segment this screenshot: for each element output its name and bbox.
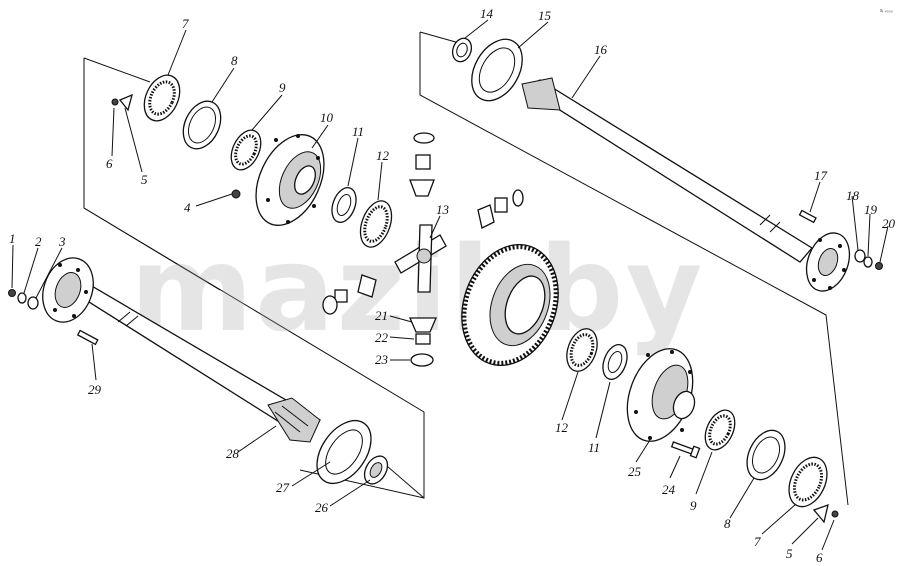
- label-26: 26: [315, 500, 329, 515]
- bearing-race-8-upper: [182, 100, 222, 150]
- label-6-upper: 6: [106, 156, 113, 171]
- right-flange-bolts: [854, 249, 883, 270]
- label-5-upper: 5: [141, 172, 148, 187]
- pinion-21: [409, 317, 437, 333]
- part-labels: 1 2 3 4 5 6 7 8 9 10 11 12 13 14 15 16 1…: [9, 6, 896, 565]
- label-8-lower: 8: [724, 516, 731, 531]
- label-9-lower: 9: [690, 498, 697, 513]
- right-axle-shaft: [521, 77, 813, 263]
- washer-23: [410, 353, 434, 367]
- pin-17: [798, 209, 817, 224]
- label-8-upper: 8: [231, 53, 238, 68]
- nut-4: [231, 189, 241, 199]
- bolt-6-upper: [111, 98, 119, 106]
- label-9-upper: 9: [279, 80, 286, 95]
- label-22: 22: [375, 330, 389, 345]
- gasket-27: [316, 420, 372, 484]
- label-3: 3: [58, 234, 66, 249]
- label-28: 28: [226, 446, 240, 461]
- bolt-24: [670, 441, 701, 459]
- pin-29: [76, 329, 99, 346]
- lock-plate-5-upper: [118, 93, 133, 112]
- label-5-lower: 5: [786, 546, 793, 561]
- label-1: 1: [9, 231, 16, 246]
- side-gear-12-lower: [566, 328, 598, 372]
- label-27: 27: [276, 480, 290, 495]
- seal-ring-26: [363, 455, 389, 485]
- differential-case-half-10: [255, 134, 325, 226]
- roller-bearing-9-lower: [704, 409, 736, 451]
- differential-case-half-25: [626, 348, 696, 442]
- thrust-washer-11-upper: [331, 187, 357, 223]
- label-15: 15: [538, 8, 552, 23]
- label-16: 16: [594, 42, 608, 57]
- label-11-upper: 11: [352, 124, 364, 139]
- leader-lines: [11, 19, 889, 551]
- label-11-lower: 11: [588, 440, 600, 455]
- label-4: 4: [184, 200, 191, 215]
- left-flange-bolts: [8, 289, 39, 310]
- crown-ring-gear: [461, 244, 559, 366]
- label-6-lower: 6: [816, 550, 823, 565]
- label-21: 21: [375, 308, 388, 323]
- lock-plate-5-lower: [812, 503, 829, 524]
- label-7-upper: 7: [182, 16, 189, 31]
- roller-bearing-9-upper: [230, 129, 262, 171]
- side-gear-12-upper: [359, 200, 393, 248]
- bushing-22: [415, 333, 431, 345]
- corner-mark: sᵢ ₄₀₀₀: [880, 8, 893, 14]
- label-23: 23: [375, 352, 389, 367]
- label-24: 24: [662, 482, 676, 497]
- label-17: 17: [814, 168, 828, 183]
- label-12-upper: 12: [376, 148, 390, 163]
- left-axle-flange: [42, 257, 94, 323]
- bearing-race-8-lower: [746, 429, 786, 481]
- thrust-washer-11-lower: [602, 344, 628, 380]
- label-13: 13: [436, 202, 450, 217]
- label-12-lower: 12: [555, 420, 569, 435]
- bearing-7-upper: [143, 74, 181, 122]
- label-10: 10: [320, 110, 334, 125]
- spider-13: [394, 224, 447, 293]
- seal-14: [451, 37, 473, 63]
- label-2: 2: [35, 234, 42, 249]
- label-19: 19: [864, 202, 878, 217]
- label-29: 29: [88, 382, 102, 397]
- label-20: 20: [882, 216, 896, 231]
- gasket-15: [471, 38, 523, 102]
- label-14: 14: [480, 6, 494, 21]
- bearing-7-lower: [788, 456, 828, 508]
- label-18: 18: [846, 188, 860, 203]
- right-axle-flange: [805, 232, 851, 292]
- satellite-pinions: [322, 132, 524, 315]
- label-7-lower: 7: [754, 534, 761, 549]
- label-25: 25: [628, 464, 642, 479]
- bolt-6-lower: [831, 510, 839, 518]
